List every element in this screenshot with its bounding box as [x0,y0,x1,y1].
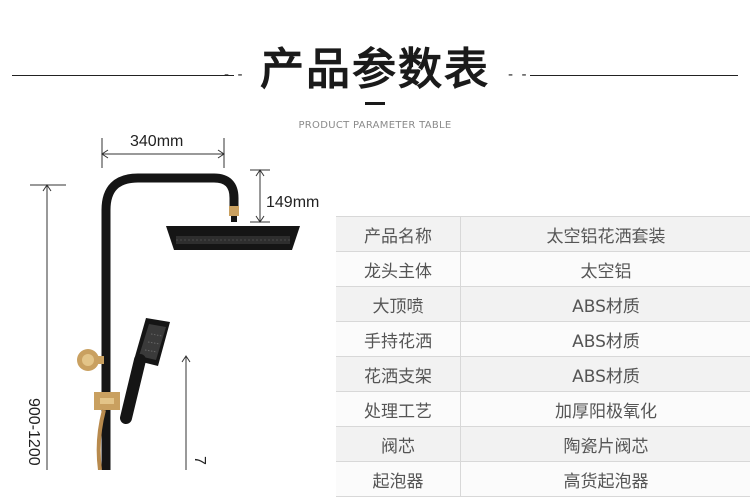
spec-value: 太空铝 [461,252,750,287]
spec-value: 加厚阳极氧化 [461,392,750,427]
handheld-dimension-line [182,356,190,470]
spec-value: ABS材质 [461,322,750,357]
spec-key: 龙头主体 [336,252,461,287]
drop-dimension-label: 149mm [266,194,319,212]
spec-key: 产品名称 [336,217,461,252]
table-row: 产品名称 太空铝花洒套装 [336,217,750,252]
table-row: 处理工艺 加厚阳极氧化 [336,392,750,427]
brass-wall-bracket [77,349,104,371]
spec-value: ABS材质 [461,357,750,392]
spec-key: 起泡器 [336,462,461,497]
spec-key: 大顶喷 [336,287,461,322]
rain-shower-head [166,226,300,250]
spec-key: 阀芯 [336,427,461,462]
table-row: 龙头主体 太空铝 [336,252,750,287]
spec-key: 花洒支架 [336,357,461,392]
spec-key: 处理工艺 [336,392,461,427]
title-underline [365,102,385,105]
table-row: 手持花洒 ABS材质 [336,322,750,357]
header-rule-right [530,75,738,76]
table-row: 花洒支架 ABS材质 [336,357,750,392]
spec-value: 陶瓷片阀芯 [461,427,750,462]
spec-value: ABS材质 [461,287,750,322]
table-row: 阀芯 陶瓷片阀芯 [336,427,750,462]
spec-value: 太空铝花洒套装 [461,217,750,252]
brass-connector [229,206,239,216]
spec-key: 手持花洒 [336,322,461,357]
height-dimension-label: 900-1200 [24,398,42,466]
width-dimension-label: 340mm [130,133,183,151]
shower-riser-pipe [106,178,234,470]
hand-shower [126,318,170,418]
spec-table: 产品名称 太空铝花洒套装 龙头主体 太空铝 大顶喷 ABS材质 手持花洒 ABS… [336,216,750,497]
handheld-dimension-label: 7 [190,456,208,465]
header-ornament-right: - - [508,68,529,82]
shower-set-illustration [0,0,336,470]
table-row: 起泡器 高货起泡器 [336,462,750,497]
table-row: 大顶喷 ABS材质 [336,287,750,322]
spec-value: 高货起泡器 [461,462,750,497]
